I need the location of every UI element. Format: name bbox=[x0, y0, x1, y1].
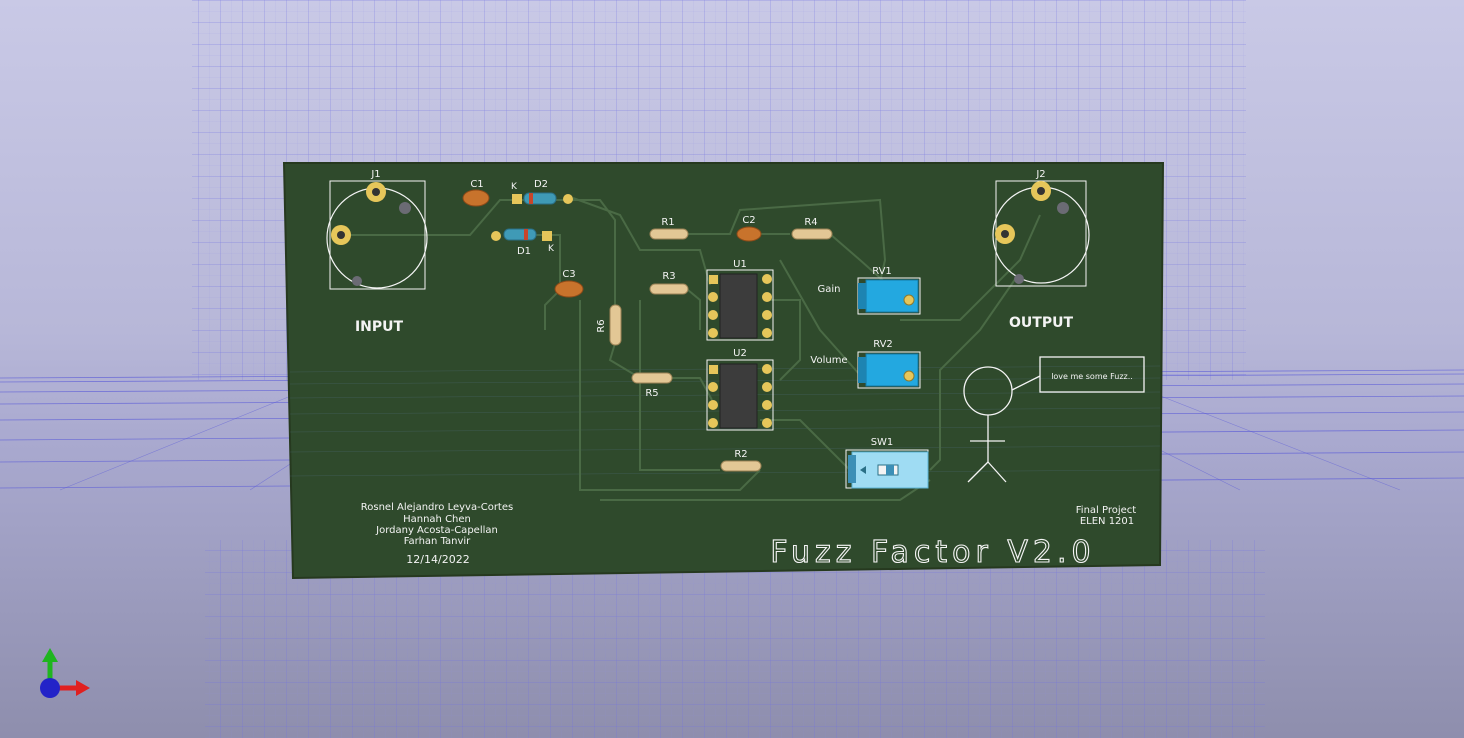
d1-cathode-label: K bbox=[548, 244, 555, 254]
r3-label: R3 bbox=[662, 271, 675, 282]
rv1-label: RV1 bbox=[872, 266, 892, 277]
author-1: Rosnel Alejandro Leyva-Cortes bbox=[361, 502, 513, 513]
rv2-label: RV2 bbox=[873, 339, 893, 350]
capacitor-c2[interactable]: C2 bbox=[736, 215, 762, 242]
board-title: Fuzz Factor V2.0 bbox=[770, 535, 1095, 570]
r6-label: R6 bbox=[596, 319, 607, 332]
d2-label: D2 bbox=[534, 179, 548, 190]
volume-label: Volume bbox=[810, 355, 847, 366]
stick-figure-icon bbox=[963, 356, 1145, 483]
c3-label: C3 bbox=[562, 269, 575, 280]
author-3: Jordany Acosta-Capellan bbox=[375, 525, 498, 536]
resistor-r3[interactable]: R3 bbox=[649, 271, 689, 295]
axis-gizmo[interactable] bbox=[32, 644, 96, 708]
ic-u2[interactable]: U2 bbox=[706, 348, 774, 431]
resistor-r4[interactable]: R4 bbox=[791, 217, 833, 240]
author-2: Hannah Chen bbox=[403, 514, 471, 525]
date-label: 12/14/2022 bbox=[406, 553, 469, 566]
output-label: OUTPUT bbox=[1009, 315, 1073, 331]
d2-cathode-label: K bbox=[511, 182, 518, 192]
r5-label: R5 bbox=[645, 388, 658, 399]
ic-u1[interactable]: U1 bbox=[706, 259, 774, 341]
c2-label: C2 bbox=[742, 215, 755, 226]
project-label-line1: Final Project bbox=[1076, 505, 1137, 516]
author-4: Farhan Tanvir bbox=[404, 536, 471, 547]
c1-label: C1 bbox=[470, 179, 483, 190]
resistor-r2[interactable]: R2 bbox=[720, 449, 762, 472]
gain-label: Gain bbox=[818, 284, 841, 295]
sw1-label: SW1 bbox=[871, 437, 894, 448]
jack-j2[interactable]: J2 bbox=[992, 169, 1090, 287]
diode-d2[interactable]: K D2 bbox=[511, 179, 573, 205]
r1-label: R1 bbox=[661, 217, 674, 228]
diode-d1[interactable]: K D1 bbox=[491, 228, 555, 257]
capacitor-c3[interactable]: C3 bbox=[554, 269, 584, 298]
resistor-r1[interactable]: R1 bbox=[649, 217, 689, 240]
j1-label: J1 bbox=[370, 169, 380, 180]
u1-label: U1 bbox=[733, 259, 747, 270]
potentiometer-rv2[interactable]: RV2 Volume bbox=[810, 339, 921, 389]
potentiometer-rv1[interactable]: RV1 Gain bbox=[818, 266, 921, 315]
j2-label: J2 bbox=[1035, 169, 1045, 180]
z-axis-icon bbox=[40, 678, 60, 698]
resistor-r5[interactable]: R5 bbox=[631, 372, 673, 399]
capacitor-c1[interactable]: C1 bbox=[462, 179, 490, 207]
d1-label: D1 bbox=[517, 246, 531, 257]
project-label-line2: ELEN 1201 bbox=[1080, 516, 1134, 527]
u2-label: U2 bbox=[733, 348, 747, 359]
speech-bubble-text: love me some Fuzz.. bbox=[1051, 372, 1133, 381]
r4-label: R4 bbox=[804, 217, 817, 228]
author-list: Rosnel Alejandro Leyva-Cortes Hannah Che… bbox=[361, 502, 513, 547]
resistor-r6[interactable]: R6 bbox=[596, 304, 622, 346]
input-label: INPUT bbox=[355, 319, 404, 335]
r2-label: R2 bbox=[734, 449, 747, 460]
pcb-board[interactable]: J1 J2 C1 C2 C3 bbox=[282, 162, 1165, 580]
switch-sw1[interactable]: SW1 bbox=[845, 437, 929, 489]
jack-j1[interactable]: J1 bbox=[326, 169, 428, 290]
